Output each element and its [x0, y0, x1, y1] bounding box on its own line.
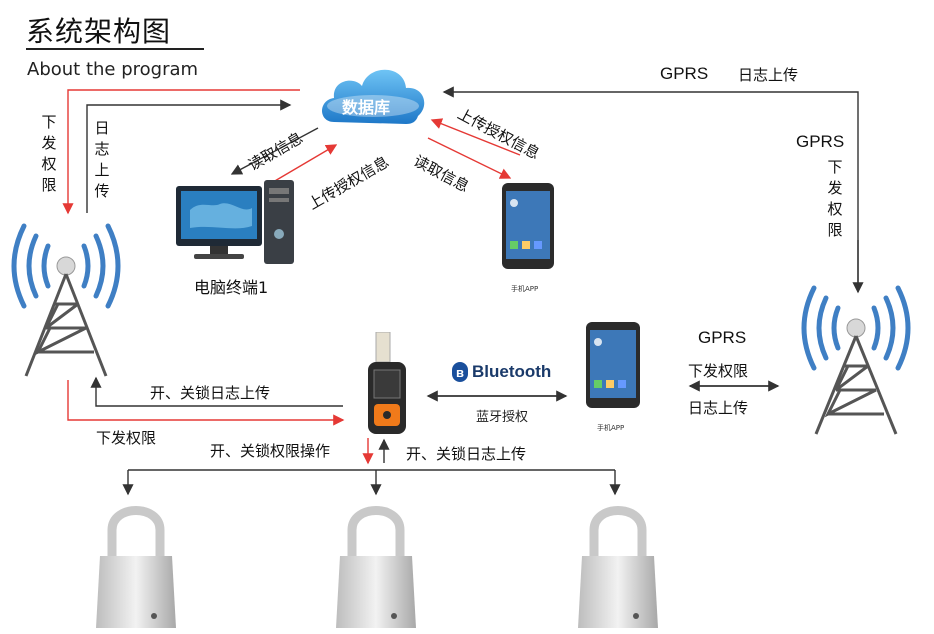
database-cloud: 数据库 — [316, 60, 430, 132]
arrow-handheld-to-left-tower — [90, 376, 343, 407]
label-mid-log-upload: 日志上传 — [688, 399, 749, 417]
label-top-log-upload: 日志上传 — [738, 66, 799, 84]
arrow-left-tower-to-cloud — [86, 99, 292, 213]
smartphone-icon — [502, 183, 554, 269]
label-left-down-perm: 下发权限 — [41, 113, 57, 194]
arrow-cloud-to-pc — [230, 127, 319, 175]
tower-icon — [11, 223, 121, 377]
padlock-icon — [578, 506, 658, 628]
cloud-label: 数据库 — [342, 98, 391, 117]
phone-top-caption: 手机APP — [511, 285, 539, 293]
phone-app-middle — [586, 322, 640, 408]
computer-terminal — [172, 178, 298, 268]
label-bottom-down-perm: 下发权限 — [96, 429, 157, 447]
label-open-close-log-upload-left: 开、关锁日志上传 — [150, 384, 271, 402]
label-top-gprs: GPRS — [660, 64, 709, 83]
phone-app-top — [502, 183, 554, 269]
handheld-key-device — [364, 331, 410, 434]
arrow-left-tower-to-handheld — [67, 380, 345, 426]
desktop-computer-icon — [176, 180, 294, 264]
right-signal-tower — [794, 278, 920, 438]
label-left-log-upload: 日志上传 — [94, 119, 110, 200]
arrow-cloud-to-left-tower — [62, 89, 300, 215]
label-open-close-log-upload-mid: 开、关锁日志上传 — [406, 445, 527, 463]
label-mid-gprs: GPRS — [698, 328, 747, 347]
cloud-icon — [322, 69, 425, 124]
label-mid-down-perm: 下发权限 — [688, 362, 749, 380]
padlock-icon — [96, 506, 176, 628]
arrow-right-tower-to-cloud — [442, 86, 859, 290]
title-underline — [26, 48, 204, 50]
bluetooth-icon: ʙ — [452, 362, 468, 382]
handheld-key-icon — [368, 331, 406, 434]
tower-icon — [801, 285, 911, 435]
smartphone-icon — [586, 322, 640, 408]
padlock-2 — [334, 498, 418, 630]
left-signal-tower — [4, 216, 128, 380]
phone-mid-caption: 手机APP — [597, 424, 625, 432]
padlock-3 — [576, 498, 660, 630]
label-right-gprs: GPRS — [796, 132, 845, 151]
label-right-down-perm: 下发权限 — [827, 158, 843, 239]
computer-label: 电脑终端1 — [194, 278, 269, 297]
page-subtitle: About the program — [27, 59, 199, 80]
arrow-pc-to-cloud — [267, 144, 338, 186]
bluetooth-logo-text: Bluetooth — [472, 362, 552, 381]
arrow-cloud-to-app — [427, 137, 512, 179]
arrow-app-to-cloud — [430, 118, 521, 156]
label-open-close-perm-op: 开、关锁权限操作 — [210, 442, 331, 460]
padlock-icon — [336, 506, 416, 628]
padlock-1 — [94, 498, 178, 630]
bluetooth-logo: ʙ Bluetooth — [452, 362, 551, 382]
page-title: 系统架构图 — [26, 15, 172, 48]
bluetooth-caption: 蓝牙授权 — [476, 410, 529, 425]
